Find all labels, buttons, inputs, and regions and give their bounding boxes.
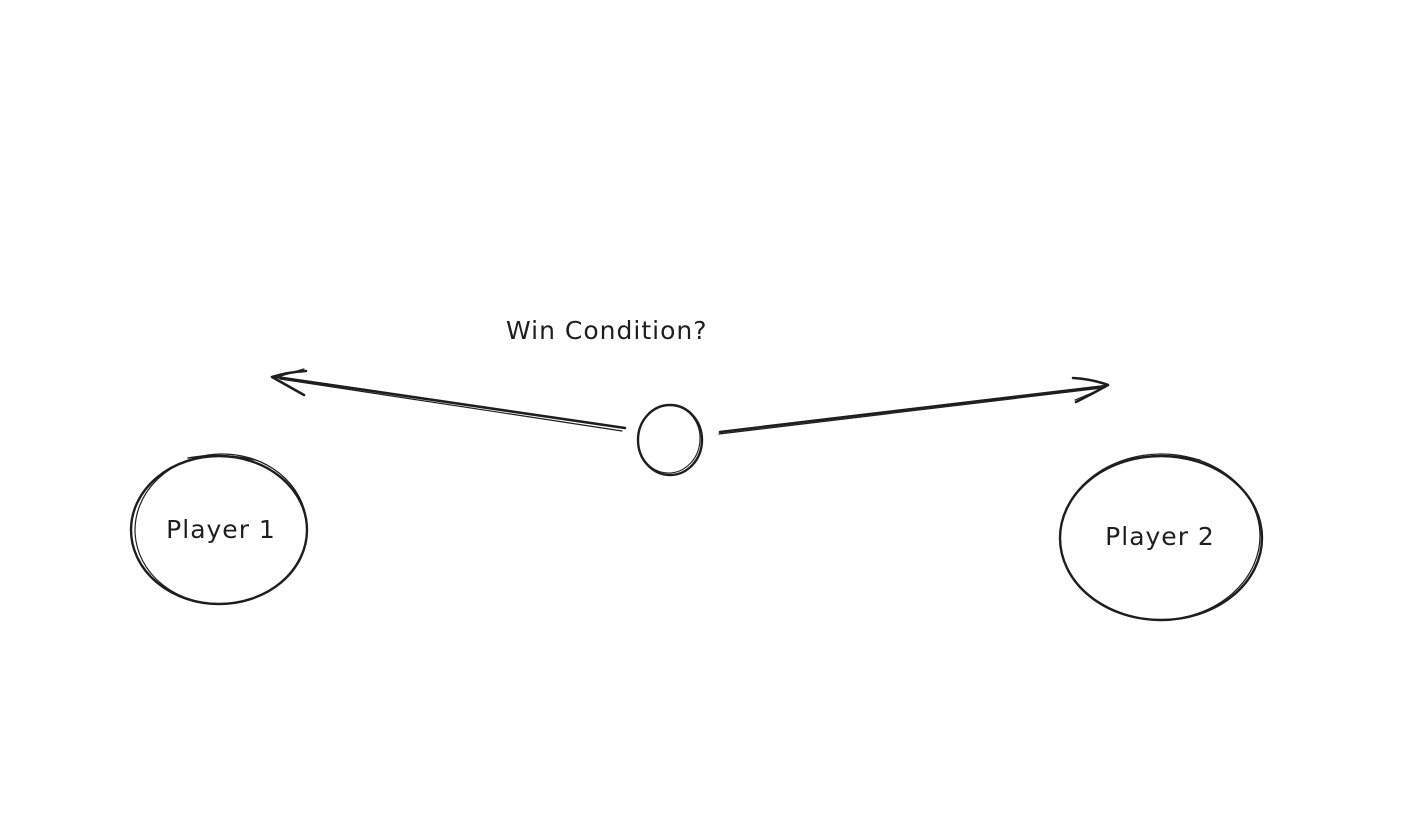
win-condition-label: Win Condition? [506, 316, 707, 345]
player-2-label: Player 2 [1105, 522, 1215, 551]
player-1-label: Player 1 [166, 515, 276, 544]
center-node[interactable] [636, 403, 704, 477]
arrow-right[interactable] [718, 376, 1110, 435]
arrow-left[interactable] [270, 368, 627, 432]
player-2-node[interactable]: Player 2 [1057, 451, 1264, 624]
player-1-node[interactable]: Player 1 [129, 450, 311, 609]
